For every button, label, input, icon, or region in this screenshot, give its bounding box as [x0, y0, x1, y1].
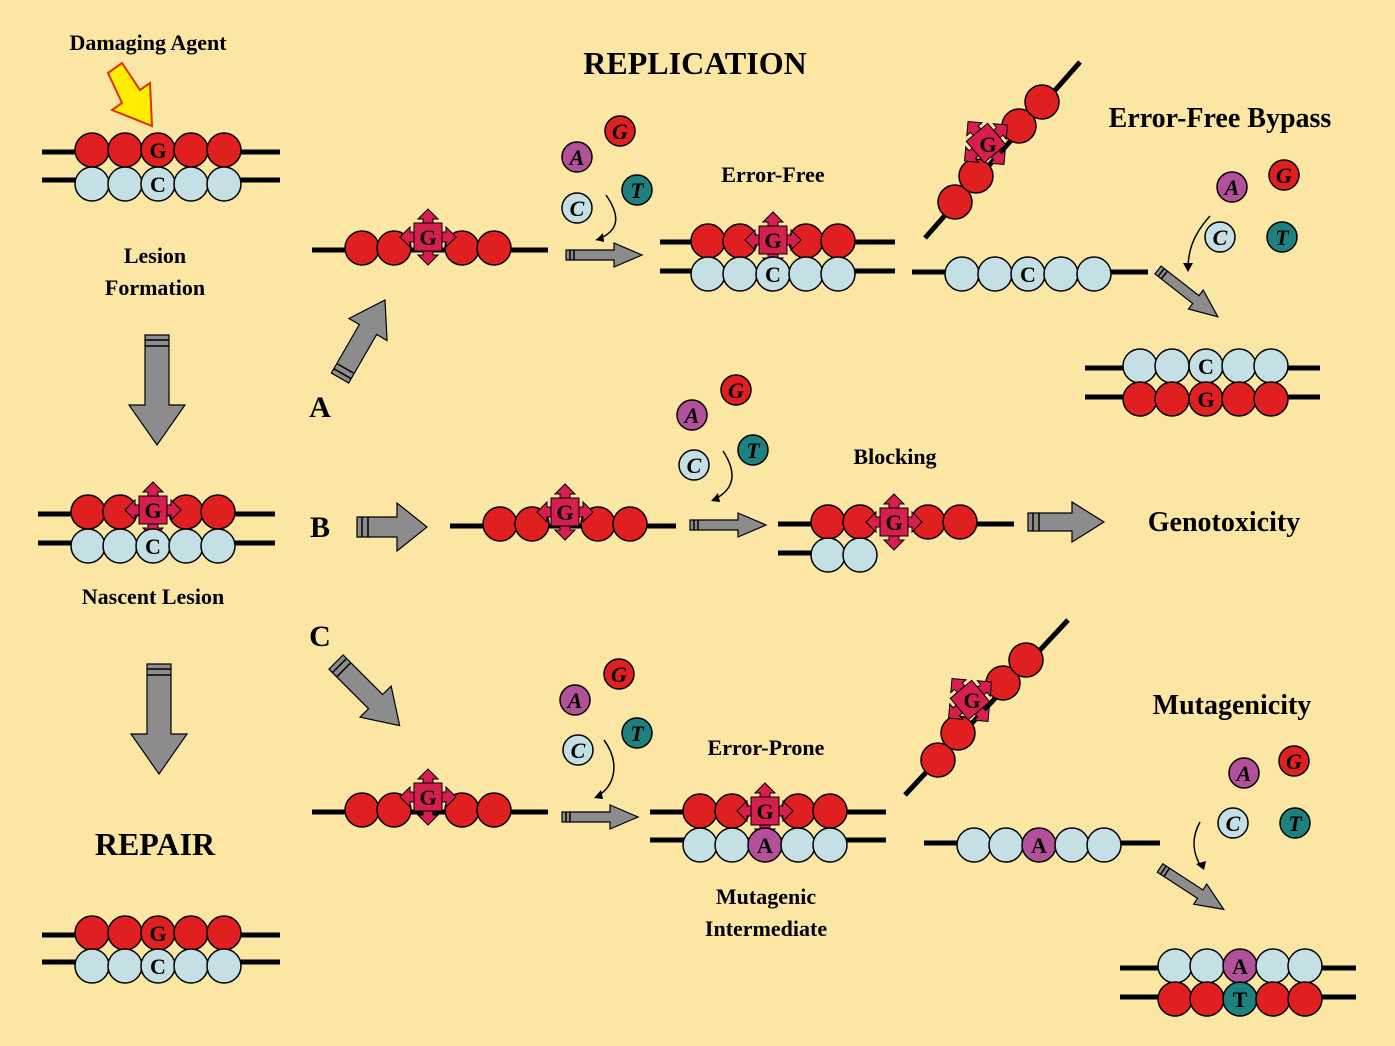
row-a-bypass-result-duplex: C G — [1085, 348, 1320, 417]
dna-duplex-repaired: G C — [42, 915, 280, 984]
svg-text:G: G — [1197, 387, 1214, 412]
svg-text:A: A — [568, 145, 585, 170]
row-a-free-nucleotides: A G C T — [561, 115, 653, 242]
row-a-arrow-1 — [565, 242, 643, 268]
damaging-agent-label: Damaging Agent — [69, 30, 227, 55]
svg-text:G: G — [979, 132, 996, 157]
svg-text:G: G — [1286, 749, 1302, 774]
error-prone-label: Error-Prone — [708, 735, 825, 760]
error-free-bypass-label: Error-Free Bypass — [1109, 103, 1332, 134]
svg-text:G: G — [612, 119, 628, 144]
row-c-diverging-strand: G — [903, 618, 1070, 797]
svg-text:T: T — [630, 178, 645, 203]
row-c-template-strand: A — [924, 827, 1160, 863]
svg-text:G: G — [728, 378, 744, 403]
pathway-c-arrow — [328, 654, 401, 727]
svg-text:G: G — [419, 785, 436, 810]
svg-text:C: C — [1226, 811, 1241, 836]
row-c-mutagenic-duplex: G A — [650, 782, 886, 863]
svg-text:A: A — [566, 688, 583, 713]
damaging-agent-arrow — [106, 61, 154, 128]
down-arrow-1 — [128, 334, 186, 446]
svg-text:T: T — [1288, 811, 1303, 836]
row-b-arrow-1 — [689, 512, 767, 538]
svg-text:A: A — [1031, 833, 1047, 858]
genotoxicity-label: Genotoxicity — [1148, 507, 1300, 538]
mutagenic-intermediate-label: Mutagenic — [716, 884, 816, 909]
svg-text:G: G — [963, 688, 980, 713]
svg-text:C: C — [1198, 354, 1214, 379]
down-arrow-2 — [130, 663, 188, 775]
svg-text:C: C — [150, 172, 166, 197]
svg-text:G: G — [611, 662, 627, 687]
row-b-free-nucleotides: A G C T — [676, 374, 769, 502]
row-a-template-strand: C — [912, 256, 1148, 292]
row-a-diverging-strand: G — [923, 60, 1082, 240]
svg-text:C: C — [687, 453, 702, 478]
svg-text:T: T — [630, 721, 645, 746]
svg-text:A: A — [1235, 761, 1252, 786]
lesion-formation-label-2: Formation — [105, 275, 205, 300]
pathway-a-arrow — [330, 299, 388, 384]
svg-text:G: G — [556, 500, 573, 525]
svg-text:T: T — [746, 438, 761, 463]
row-b-lesioned-strand: G — [450, 483, 676, 542]
row-c-mutation-result-duplex: A T — [1120, 948, 1356, 1017]
svg-text:A: A — [757, 833, 773, 858]
mutagenic-intermediate-label-2: Intermediate — [705, 916, 827, 941]
row-c-bypass-free-nucleotides: A G C T — [1193, 745, 1311, 870]
row-c-arrow-2 — [1156, 862, 1226, 911]
lesion-formation-label: Lesion — [124, 243, 186, 268]
svg-text:C: C — [1020, 262, 1036, 287]
svg-text:C: C — [570, 196, 585, 221]
svg-text:G: G — [1276, 163, 1292, 188]
svg-text:G: G — [149, 921, 166, 946]
svg-text:C: C — [765, 262, 781, 287]
svg-text:C: C — [571, 738, 586, 763]
row-b-blocked-duplex: G — [778, 493, 1014, 573]
pathway-c-label: C — [309, 620, 331, 653]
svg-text:G: G — [764, 228, 781, 253]
svg-text:A: A — [1223, 175, 1240, 200]
svg-text:A: A — [1232, 954, 1248, 979]
dna-duplex-nascent-lesion: G C — [38, 481, 275, 564]
dna-duplex-initial: G C — [42, 132, 280, 202]
repair-label: REPAIR — [95, 826, 216, 862]
pathway-b-label: B — [310, 511, 330, 544]
svg-text:G: G — [885, 510, 902, 535]
svg-text:G: G — [144, 498, 161, 523]
row-c-lesioned-strand: G — [312, 768, 548, 828]
svg-text:G: G — [149, 138, 166, 163]
mutagenicity-label: Mutagenicity — [1153, 690, 1312, 721]
blocking-label: Blocking — [853, 444, 936, 469]
row-c-free-nucleotides: A G C T — [559, 658, 653, 799]
error-free-label: Error-Free — [721, 162, 825, 187]
svg-text:T: T — [1233, 987, 1248, 1012]
replication-title: REPLICATION — [583, 45, 806, 81]
row-a-lesioned-strand: G — [312, 208, 548, 266]
svg-text:A: A — [683, 403, 700, 428]
row-a-arrow-2 — [1154, 265, 1220, 318]
svg-text:C: C — [1213, 225, 1228, 250]
row-c-arrow-1 — [561, 804, 639, 830]
svg-text:T: T — [1275, 225, 1290, 250]
nascent-lesion-label: Nascent Lesion — [82, 584, 224, 609]
row-b-arrow-2 — [1027, 500, 1106, 544]
svg-text:G: G — [419, 225, 436, 250]
svg-text:C: C — [145, 534, 161, 559]
svg-text:G: G — [756, 799, 773, 824]
svg-text:C: C — [150, 954, 166, 979]
pathway-a-label: A — [309, 391, 331, 424]
row-a-bypass-free-nucleotides: A G C T — [1183, 159, 1300, 272]
pathway-b-arrow — [356, 501, 428, 553]
row-a-error-free-duplex: G C — [660, 211, 895, 292]
